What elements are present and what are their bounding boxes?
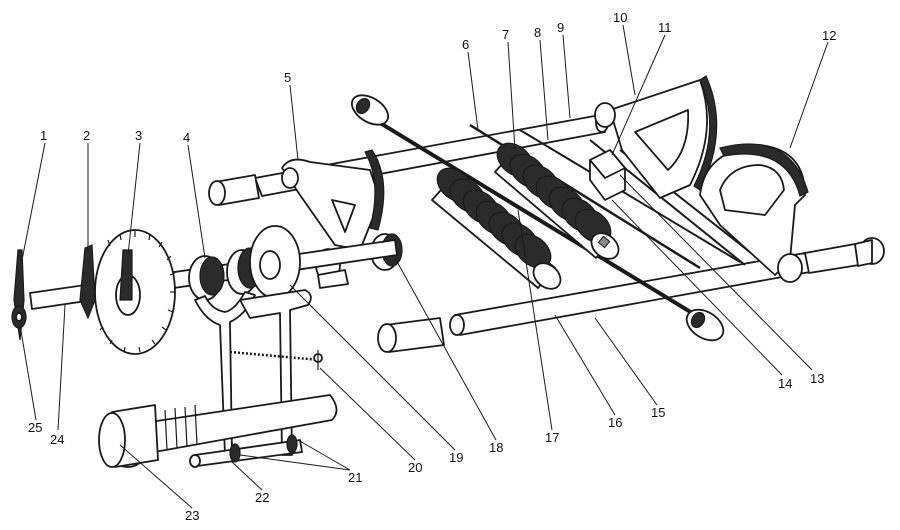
ribbed-roller-left <box>431 167 562 290</box>
sector-bracket-5 <box>281 149 385 251</box>
callout-20: 20 <box>408 460 422 475</box>
callout-5: 5 <box>284 70 291 85</box>
sector-gear-upper <box>594 75 718 199</box>
callout-9: 9 <box>557 20 564 35</box>
callout-3: 3 <box>135 128 142 143</box>
callout-19: 19 <box>449 450 463 465</box>
callout-7: 7 <box>502 27 509 42</box>
callout-17: 17 <box>545 430 559 445</box>
rod-end-caps <box>350 94 725 342</box>
knob-shaft <box>98 394 338 468</box>
callout-12: 12 <box>822 28 836 43</box>
lower-shaft <box>377 237 885 353</box>
ribbed-roller-right <box>494 142 620 260</box>
callout-4: 4 <box>183 130 190 145</box>
fork-levers <box>194 289 323 456</box>
gear-train-front <box>188 225 301 301</box>
callout-11: 11 <box>658 20 672 35</box>
callout-labels: 1 2 3 4 5 6 7 8 9 10 11 12 13 14 15 16 1… <box>28 10 836 523</box>
leader-lines <box>19 24 829 509</box>
slider-block <box>589 149 626 201</box>
callout-10: 10 <box>613 10 627 25</box>
callout-24: 24 <box>50 432 64 447</box>
graduated-dial <box>94 229 176 355</box>
callout-13: 13 <box>810 371 824 386</box>
callout-16: 16 <box>608 415 622 430</box>
callout-8: 8 <box>534 25 541 40</box>
callout-15: 15 <box>651 405 665 420</box>
sector-gear-large <box>699 143 809 283</box>
callout-2: 2 <box>83 128 90 143</box>
callout-22: 22 <box>255 490 269 505</box>
callout-21: 21 <box>348 470 362 485</box>
callout-6: 6 <box>462 37 469 52</box>
callout-1: 1 <box>40 128 47 143</box>
callout-23: 23 <box>185 508 199 523</box>
callout-25: 25 <box>28 420 42 435</box>
pointer-hands <box>11 244 133 341</box>
callout-14: 14 <box>778 376 792 391</box>
callout-18: 18 <box>489 440 503 455</box>
